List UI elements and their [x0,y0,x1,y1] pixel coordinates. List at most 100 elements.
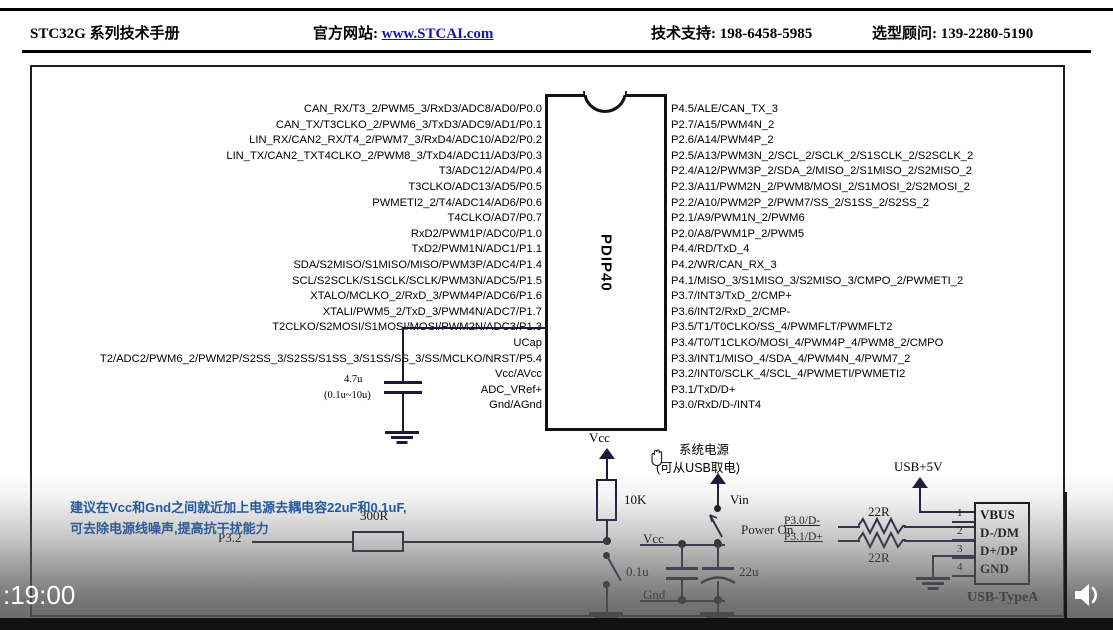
pin-row-right-37: 37P2.5/A13/PWM3N_2/SCL_2/SCLK_2/S1SCLK_2… [628,150,1064,163]
pin-label-left-10: TxD2/PWM1N/ADC1/P1.1 [411,243,542,256]
decoupling-note-line1: 建议在Vcc和Gnd之间就近加上电源去耦电容22uF和0.1uF, [70,500,407,515]
pushbutton-switch-icon [606,555,622,582]
ucap-value-label: 4.7u [344,374,363,385]
pin-row-right-30: 30P4.2/WR/CAN_RX_3 [628,259,1064,272]
pin-label-right-38: P2.6/A14/PWM4P_2 [671,134,774,147]
pin-label-right-39: P2.7/A15/PWM4N_2 [671,118,775,131]
pin-label-right-31: P4.4/RD/TxD_4 [671,243,750,256]
pin-label-right-26: P3.5/T1/T0CLKO/SS_4/PWMFLT/PWMFLT2 [671,321,893,334]
vcc-wire-top [606,457,608,479]
cap-large-wire-top [717,544,719,567]
pin-label-left-12: SCL/S2SCLK/S1SCLK/SCLK/PWM3N/ADC5/P1.5 [292,274,542,287]
pin-label-right-28: P3.7/INT3/TxD_2/CMP+ [671,290,792,303]
usb-pin-number-4: 4 [957,561,963,573]
decoupling-note-line2: 可去除电源线噪声,提高抗干扰能力 [70,521,269,536]
usb-pin-lead-4 [952,575,974,577]
video-bottom-bar [0,618,1113,630]
official-website-label: 官方网站: [313,26,378,42]
pin-label-left-2: CAN_TX/T3CLKO_2/PWM6_3/TxD3/ADC9/AD1/P0.… [275,118,542,131]
usb-dm-wire-in [838,526,860,528]
pin-label-left-18: Vcc/AVcc [494,368,542,381]
pin-row-right-33: 33P2.1/A9/PWM1N_2/PWM6 [628,212,1064,225]
usb-series-bottom-label: 22R [868,550,890,565]
power-on-switch-icon [709,514,723,538]
pin-row-right-36: 36P2.4/A12/PWM3P_2/SDA_2/MISO_2/S1MISO_2… [628,165,1064,178]
usb-pin-label-4: GND [980,561,1009,576]
official-website: 官方网站: www.STCAI.com [313,22,493,43]
pin-label-left-6: T3CLKO/ADC13/AD5/P0.5 [408,181,542,193]
pin-row-left-7: PWMETI2_2/T4/ADC14/AD6/P0.67 [32,197,568,210]
pin-label-right-32: P2.0/A8/PWM1P_2/PWM5 [671,227,805,240]
pin-label-right-22: P3.1/TxD/D+ [671,383,736,396]
usb-pin-number-2: 2 [957,525,963,537]
power-gnd-wire-down [717,600,719,612]
p32-wire-right [404,541,607,543]
vcc-rail-arrow-icon [599,448,615,459]
pin-row-right-28: 28P3.7/INT3/TxD_2/CMP+ [628,290,1064,303]
pin-label-right-34: P2.2/A10/PWM2P_2/PWM7/SS_2/S1SS_2/S2SS_2 [671,196,930,209]
usb-dp-wire-in [838,540,860,542]
hand-cursor-icon [648,448,666,468]
pin-label-right-33: P2.1/A9/PWM1N_2/PWM6 [671,212,805,225]
pin-row-left-20: Gnd/AGnd20 [32,399,568,412]
usb-gnd-wire-vertical [932,555,934,577]
switch-wire-to-gnd [606,585,608,612]
pin-row-left-3: LIN_RX/CAN2_RX/T4_2/PWM7_3/RxD4/ADC10/AD… [32,134,568,147]
decoupling-note: 建议在Vcc和Gnd之间就近加上电源去耦电容22uF和0.1uF, 可去除电源线… [70,497,490,539]
pin-label-left-19: ADC_VRef+ [480,383,542,396]
pin-row-right-29: 29P4.1/MISO_3/S1MISO_3/S2MISO_3/CMPO_2/P… [628,274,1064,288]
pin-label-right-30: P4.2/WR/CAN_RX_3 [671,259,777,271]
ucap-wire-vertical-bottom [402,391,404,431]
model-advisor-phone: 选型顾问: 139-2280-5190 [872,26,1034,42]
pin-row-right-40: 40P4.5/ALE/CAN_TX_3 [628,103,1064,116]
power-gnd-node-c1 [678,596,686,604]
speaker-icon[interactable] [1069,578,1105,612]
usb-dm-wire-out [904,526,974,528]
chip-notch-cover [585,91,625,95]
pin-row-left-1: CAN_RX/T3_2/PWM5_3/RxD3/ADC8/AD0/P0.01 [32,103,568,116]
system-power-title-line1: 系统电源 [679,443,730,457]
pin-row-right-32: 32P2.0/A8/PWM1P_2/PWM5 [628,227,1064,241]
usb-signal-dm-label: P3.0/D- [784,515,821,527]
pullup-resistor-label: 10K [624,492,647,507]
usb-connector-name: USB-TypeA [967,590,1039,605]
pin-label-right-24: P3.3/INT1/MISO_4/SDA_4/PWM4N_4/PWM7_2 [671,352,911,365]
pin-label-left-9: RxD2/PWM1P/ADC0/P1.0 [410,227,542,240]
pin-row-left-13: XTALO/MCLKO_2/RxD_3/PWM4P/ADC6/P1.613 [32,290,568,303]
pin-label-right-23: P3.2/INT0/SCLK_4/SCL_4/PWMETI/PWMETI2 [671,368,906,381]
video-timecode: :19:00 [3,580,76,610]
usb-pin-label-3: D+/DP [980,543,1018,558]
pin-row-right-35: 35P2.3/A11/PWM2N_2/PWM8/MOSI_2/S1MOSI_2/… [628,181,1064,194]
pin-row-left-4: LIN_TX/CAN2_TXT4CLKO_2/PWM8_3/TxD4/ADC11… [32,150,568,163]
pin-label-left-16: UCap [513,337,542,349]
pin-label-right-35: P2.3/A11/PWM2N_2/PWM8/MOSI_2/S1MOSI_2/S2… [671,181,970,193]
pin-label-left-3: LIN_RX/CAN2_RX/T4_2/PWM7_3/RxD4/ADC10/AD… [249,134,542,147]
chip-package-label: PDIP40 [597,233,615,292]
pin-label-right-40: P4.5/ALE/CAN_TX_3 [671,103,778,115]
pin-row-right-26: 26P3.5/T1/T0CLKO/SS_4/PWMFLT/PWMFLT2 [628,321,1064,334]
tech-support-phone: 技术支持: 198-6458-5985 [651,26,813,42]
pin-label-left-17: T2/ADC2/PWM6_2/PWM2P/S2SS_3/S2SS/S1SS_3/… [99,352,542,365]
video-controls-divider [1064,492,1067,618]
pin-row-left-11: SDA/S2MISO/S1MISO/MISO/PWM3P/ADC4/P1.411 [32,259,568,272]
pin-row-right-24: 24P3.3/INT1/MISO_4/SDA_4/PWM4N_4/PWM7_2 [628,352,1064,366]
pin-label-left-13: XTALO/MCLKO_2/RxD_3/PWM4P/ADC6/P1.6 [310,290,542,303]
ucap-cap-plate-top [384,381,422,384]
page-header: STC32G 系列技术手册 官方网站: www.STCAI.com 技术支持: … [0,0,1113,56]
pin-row-left-14: XTALI/PWM5_2/TxD_3/PWM4N/ADC7/P1.714 [32,306,568,319]
pin-label-left-20: Gnd/AGnd [489,399,542,412]
pin-label-left-1: CAN_RX/T3_2/PWM5_3/RxD3/ADC8/AD0/P0.0 [303,103,542,115]
pin-row-right-34: 34P2.2/A10/PWM2P_2/PWM7/SS_2/S1SS_2/S2SS… [628,196,1064,210]
pin-row-right-25: 25P3.4/T0/T1CLKO/MOSI_4/PWM4P_4/PWM8_2/C… [628,337,1064,350]
pin-row-left-10: TxD2/PWM1N/ADC1/P1.110 [32,243,568,256]
usb-ground-icon [916,577,950,591]
usb-pin-label-2: D-/DM [980,525,1019,540]
pin-label-right-29: P4.1/MISO_3/S1MISO_3/S2MISO_3/CMPO_2/PWM… [671,274,964,287]
slide-frame: PDIP40 CAN_RX/T3_2/PWM5_3/RxD3/ADC8/AD0/… [30,65,1065,625]
official-website-link[interactable]: www.STCAI.com [381,26,494,42]
usb-pin-lead-2 [952,539,974,541]
p32-wire-left [252,541,352,543]
pin-row-left-5: T3/ADC12/AD4/P0.45 [32,165,568,178]
ucap-ground-icon [385,431,419,445]
usb-signal-dp-label: P3.1/D+ [784,531,823,543]
